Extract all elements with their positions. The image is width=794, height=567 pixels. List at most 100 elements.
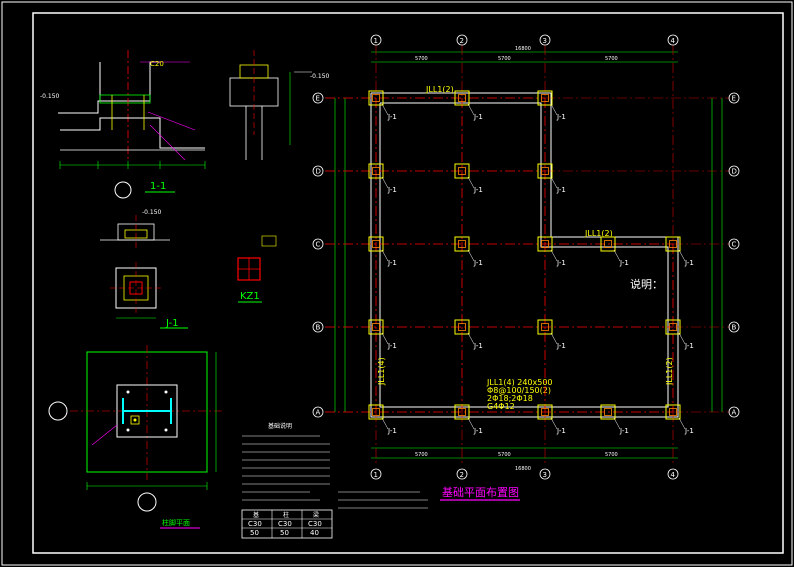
footing-column bbox=[541, 167, 549, 175]
material-table: 基 柱 梁 C30 C30 C30 50 50 40 bbox=[241, 509, 333, 539]
footing bbox=[454, 319, 470, 335]
footing-column bbox=[458, 167, 466, 175]
footing-tag: J-1 bbox=[473, 259, 483, 267]
footing bbox=[537, 319, 553, 335]
footing-column bbox=[458, 323, 466, 331]
embed-plan-title: 柱脚平面 bbox=[162, 518, 190, 527]
column-label: KZ1 bbox=[240, 291, 260, 302]
footing bbox=[537, 90, 553, 106]
footing-column bbox=[541, 323, 549, 331]
beam-label-top: JLL1(2) bbox=[425, 85, 454, 94]
axis-label: 4 bbox=[671, 471, 676, 479]
leader-line bbox=[381, 103, 389, 116]
axis-bubble bbox=[312, 406, 324, 418]
footing-tag: J-1 bbox=[387, 342, 397, 350]
leader-line bbox=[550, 417, 558, 430]
leader-line bbox=[550, 176, 558, 189]
table-cell: 40 bbox=[310, 529, 319, 537]
footing bbox=[665, 404, 681, 420]
axis-bubble bbox=[539, 34, 551, 46]
leader-line bbox=[550, 103, 558, 116]
axis-label: E bbox=[732, 95, 736, 103]
footing-column bbox=[669, 408, 677, 416]
axis-bubble bbox=[312, 165, 324, 177]
table-header-0: 基 bbox=[253, 511, 259, 519]
footing-column bbox=[541, 240, 549, 248]
footing-label: J-1 bbox=[165, 318, 179, 329]
axis-bubble bbox=[370, 468, 382, 480]
table-cell: 50 bbox=[280, 529, 289, 537]
dim-total-bottom: 16800 bbox=[515, 466, 531, 472]
leader-line bbox=[613, 249, 621, 262]
foundation-plan: 16800 16800 5700 5700 5700 5700 5700 570… bbox=[312, 34, 740, 501]
footing-tag: J-1 bbox=[556, 113, 566, 121]
leader-line bbox=[467, 249, 475, 262]
axis-bubble bbox=[456, 34, 468, 46]
axis-label: 1 bbox=[374, 471, 378, 479]
footing bbox=[368, 319, 384, 335]
leader-line bbox=[550, 332, 558, 345]
footing-tag: J-1 bbox=[684, 427, 694, 435]
axis-bubble bbox=[312, 238, 324, 250]
footing-column bbox=[458, 408, 466, 416]
leader-line bbox=[678, 417, 686, 430]
footing-tag: J-1 bbox=[387, 113, 397, 121]
footing bbox=[537, 163, 553, 179]
leader-line bbox=[467, 103, 475, 116]
axis-bubble bbox=[667, 468, 679, 480]
notes-block: 基础说明 bbox=[242, 422, 428, 509]
embed-plan: 柱脚平面 bbox=[48, 345, 225, 529]
footing bbox=[368, 236, 384, 252]
notes-title: 基础说明 bbox=[268, 422, 292, 430]
footing-column bbox=[372, 408, 380, 416]
axis-label: B bbox=[316, 324, 321, 332]
dim-bay: 5700 bbox=[498, 452, 511, 458]
footing-tag: J-1 bbox=[556, 427, 566, 435]
axis-bubble bbox=[728, 406, 740, 418]
footing bbox=[454, 90, 470, 106]
concrete-label: C20 bbox=[150, 60, 164, 68]
footing-column bbox=[372, 167, 380, 175]
footing-column bbox=[372, 240, 380, 248]
footing-tag: J-1 bbox=[619, 427, 629, 435]
footing bbox=[537, 236, 553, 252]
elevation-right: -0.150 bbox=[310, 73, 330, 80]
axis-bubble bbox=[312, 92, 324, 104]
footing bbox=[600, 404, 616, 420]
footing-column bbox=[669, 323, 677, 331]
inner-frame bbox=[32, 12, 784, 554]
dim-bay: 5700 bbox=[415, 56, 428, 62]
axis-label: 1 bbox=[374, 37, 378, 45]
axis-label: D bbox=[732, 168, 737, 176]
footing bbox=[665, 236, 681, 252]
leader-line bbox=[678, 332, 686, 345]
footing bbox=[368, 163, 384, 179]
footing-column bbox=[541, 94, 549, 102]
footing-tag: J-1 bbox=[387, 259, 397, 267]
footing bbox=[368, 90, 384, 106]
footing bbox=[368, 404, 384, 420]
footing-column bbox=[541, 408, 549, 416]
axis-bubble bbox=[539, 468, 551, 480]
dim-total-top: 16800 bbox=[515, 46, 531, 52]
table-cell: 50 bbox=[250, 529, 259, 537]
leader-line bbox=[550, 249, 558, 262]
footing-column bbox=[604, 408, 612, 416]
footing bbox=[454, 404, 470, 420]
table-cell: C30 bbox=[308, 520, 322, 528]
axis-bubble bbox=[370, 34, 382, 46]
axis-label: 3 bbox=[543, 471, 547, 479]
leader-line bbox=[381, 176, 389, 189]
axis-bubble bbox=[456, 468, 468, 480]
axis-bubble bbox=[312, 321, 324, 333]
table-cell: C30 bbox=[248, 520, 262, 528]
leader-line bbox=[381, 249, 389, 262]
leader-line bbox=[467, 417, 475, 430]
dim-bay: 5700 bbox=[415, 452, 428, 458]
beam-spec-2: Φ8@100/150(2) bbox=[487, 386, 551, 395]
footing-tag: J-1 bbox=[619, 259, 629, 267]
footing-column bbox=[458, 240, 466, 248]
axis-label: D bbox=[316, 168, 321, 176]
section-1-1: 1-1 -0.150 C20 bbox=[40, 50, 206, 199]
dim-bay: 5700 bbox=[498, 56, 511, 62]
